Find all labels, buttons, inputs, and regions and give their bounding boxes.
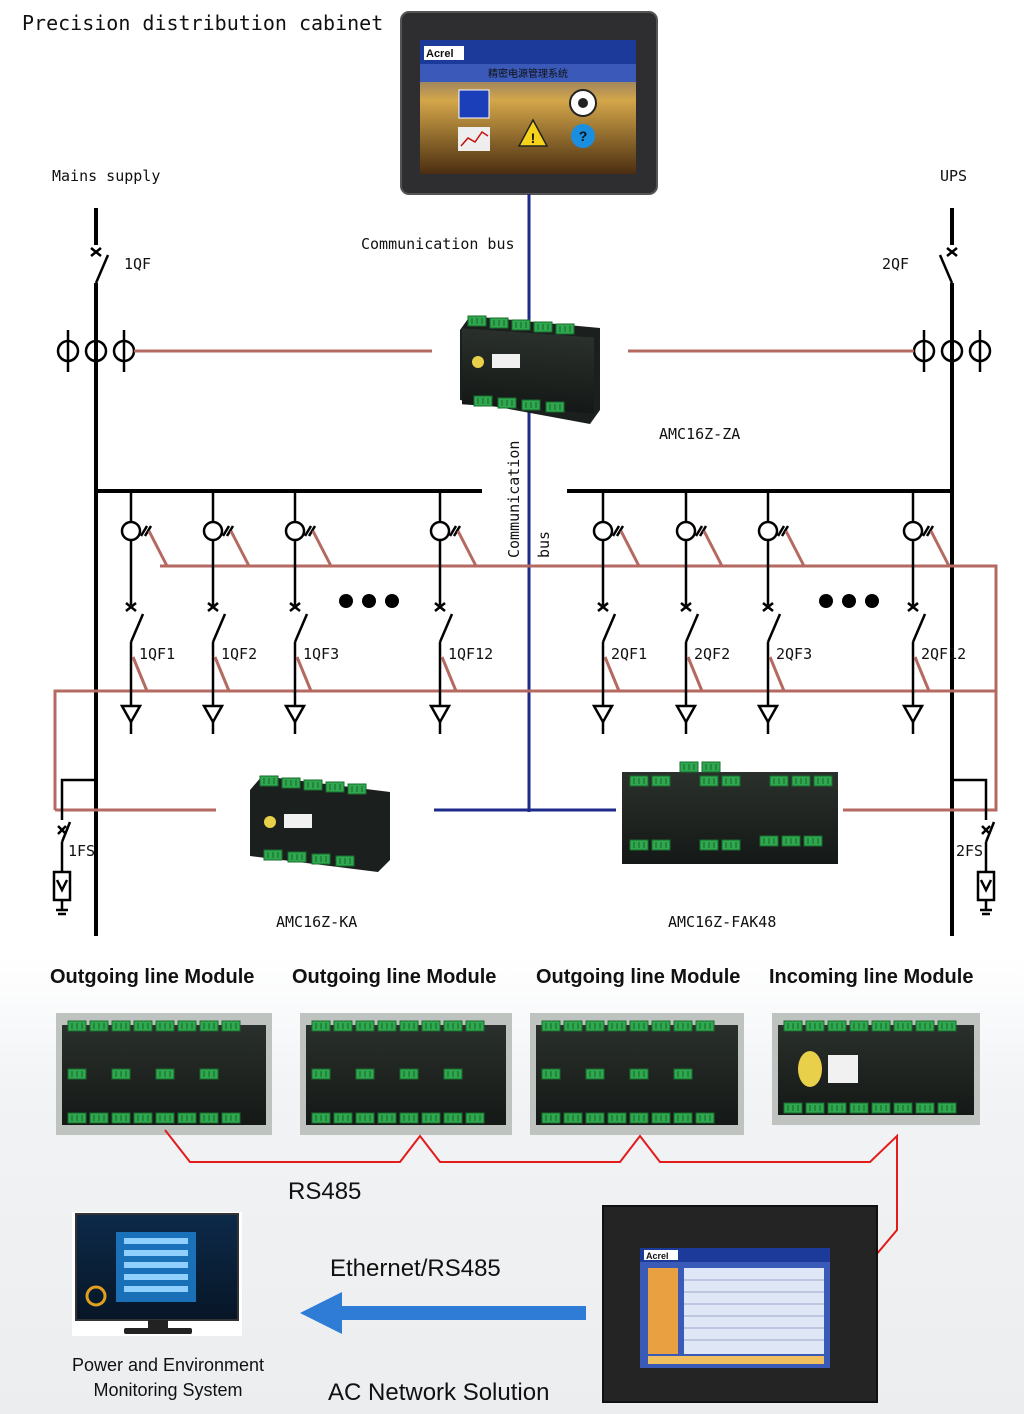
branch-2qf1: 2QF1 [591,491,647,734]
amc16z-fak48-device [622,761,838,864]
surge-protector-2fs [952,778,996,916]
module-photo-3 [530,1013,744,1135]
comm-bus-vertical-label-1: Communication [505,441,523,558]
rs485-label: RS485 [288,1178,361,1205]
branch-label: 1QF2 [221,645,257,663]
data-flow-arrow [300,1292,586,1334]
ups-feeder [938,208,958,936]
solution-label: AC Network Solution [328,1379,549,1406]
branch-2qf12: 2QF12 [901,491,966,734]
diagram-title: Precision distribution cabinet [22,11,383,35]
module-photo-1 [56,1013,272,1135]
mains-supply-label: Mains supply [52,167,160,185]
branch-1qf1: 1QF1 [119,491,175,734]
surge-1fs-label: 1FS [68,842,95,860]
monitoring-system-line1: Power and Environment [72,1355,264,1375]
hmi-touchscreen: Acrel 精密电源管理系统 ! ? [400,11,658,195]
warning-icon [517,118,549,147]
module-photos [56,1013,980,1135]
branch-2qf3: 2QF3 [756,491,812,734]
hmi-banner: 精密电源管理系统 [488,67,568,80]
module-photo-4 [772,1013,980,1125]
svg-text:?: ? [579,128,588,144]
module-title-1: Outgoing line Module [50,966,254,988]
branch-1qf12: 1QF12 [428,491,493,734]
amc16z-za-label: AMC16Z-ZA [659,425,740,443]
ct-loop-lower [53,689,998,812]
branch-label: 2QF3 [776,645,812,663]
branch-circuits: 1QF1 1QF2 1QF3 1QF12 2QF1 2QF2 2QF3 2QF12 [119,491,966,734]
local-hmi-brand: Acrel [646,1251,669,1261]
branch-label: 2QF1 [611,645,647,663]
chart-icon [458,127,490,151]
branch-label: 2QF12 [921,645,966,663]
main-breaker-2qf-label: 2QF [882,255,909,273]
hmi-brand: Acrel [426,48,454,60]
ups-label: UPS [940,167,967,185]
local-hmi-panel: Acrel [602,1205,878,1403]
ethernet-label: Ethernet/RS485 [330,1255,501,1282]
branch-label: 1QF12 [448,645,493,663]
more-branches-left [339,594,399,608]
main-ct-left [56,330,136,372]
branch-label: 1QF1 [139,645,175,663]
comm-bus-label: Communication bus [361,235,515,253]
main-ct-right [912,330,992,372]
surge-protector-1fs [52,778,96,916]
help-icon [571,124,595,148]
amc16z-fak48-label: AMC16Z-FAK48 [668,913,776,931]
module-title-2: Outgoing line Module [292,966,496,988]
amc16z-ka-label: AMC16Z-KA [276,913,357,931]
module-title-3: Outgoing line Module [536,966,740,988]
branch-1qf2: 1QF2 [201,491,257,734]
amc16z-za-device [460,315,600,424]
monitoring-system-line2: Monitoring System [93,1380,242,1400]
module-photo-2 [300,1013,512,1135]
branch-1qf3: 1QF3 [283,491,339,734]
branch-2qf2: 2QF2 [674,491,730,734]
mains-feeder [90,208,110,936]
branch-label: 2QF2 [694,645,730,663]
svg-text:!: ! [531,130,536,146]
amc16z-ka-device [250,775,390,872]
module-title-4: Incoming line Module [769,966,973,988]
main-breaker-1qf-label: 1QF [124,255,151,273]
rs485-link [164,1129,898,1263]
comm-bus-vertical-label-2: bus [535,531,553,558]
monitoring-pc [72,1212,242,1336]
surge-2fs-label: 2FS [956,842,983,860]
hmi-app-icon [458,89,490,119]
more-branches-right [819,594,879,608]
ct-loop-upper [160,564,998,691]
branch-label: 1QF3 [303,645,339,663]
